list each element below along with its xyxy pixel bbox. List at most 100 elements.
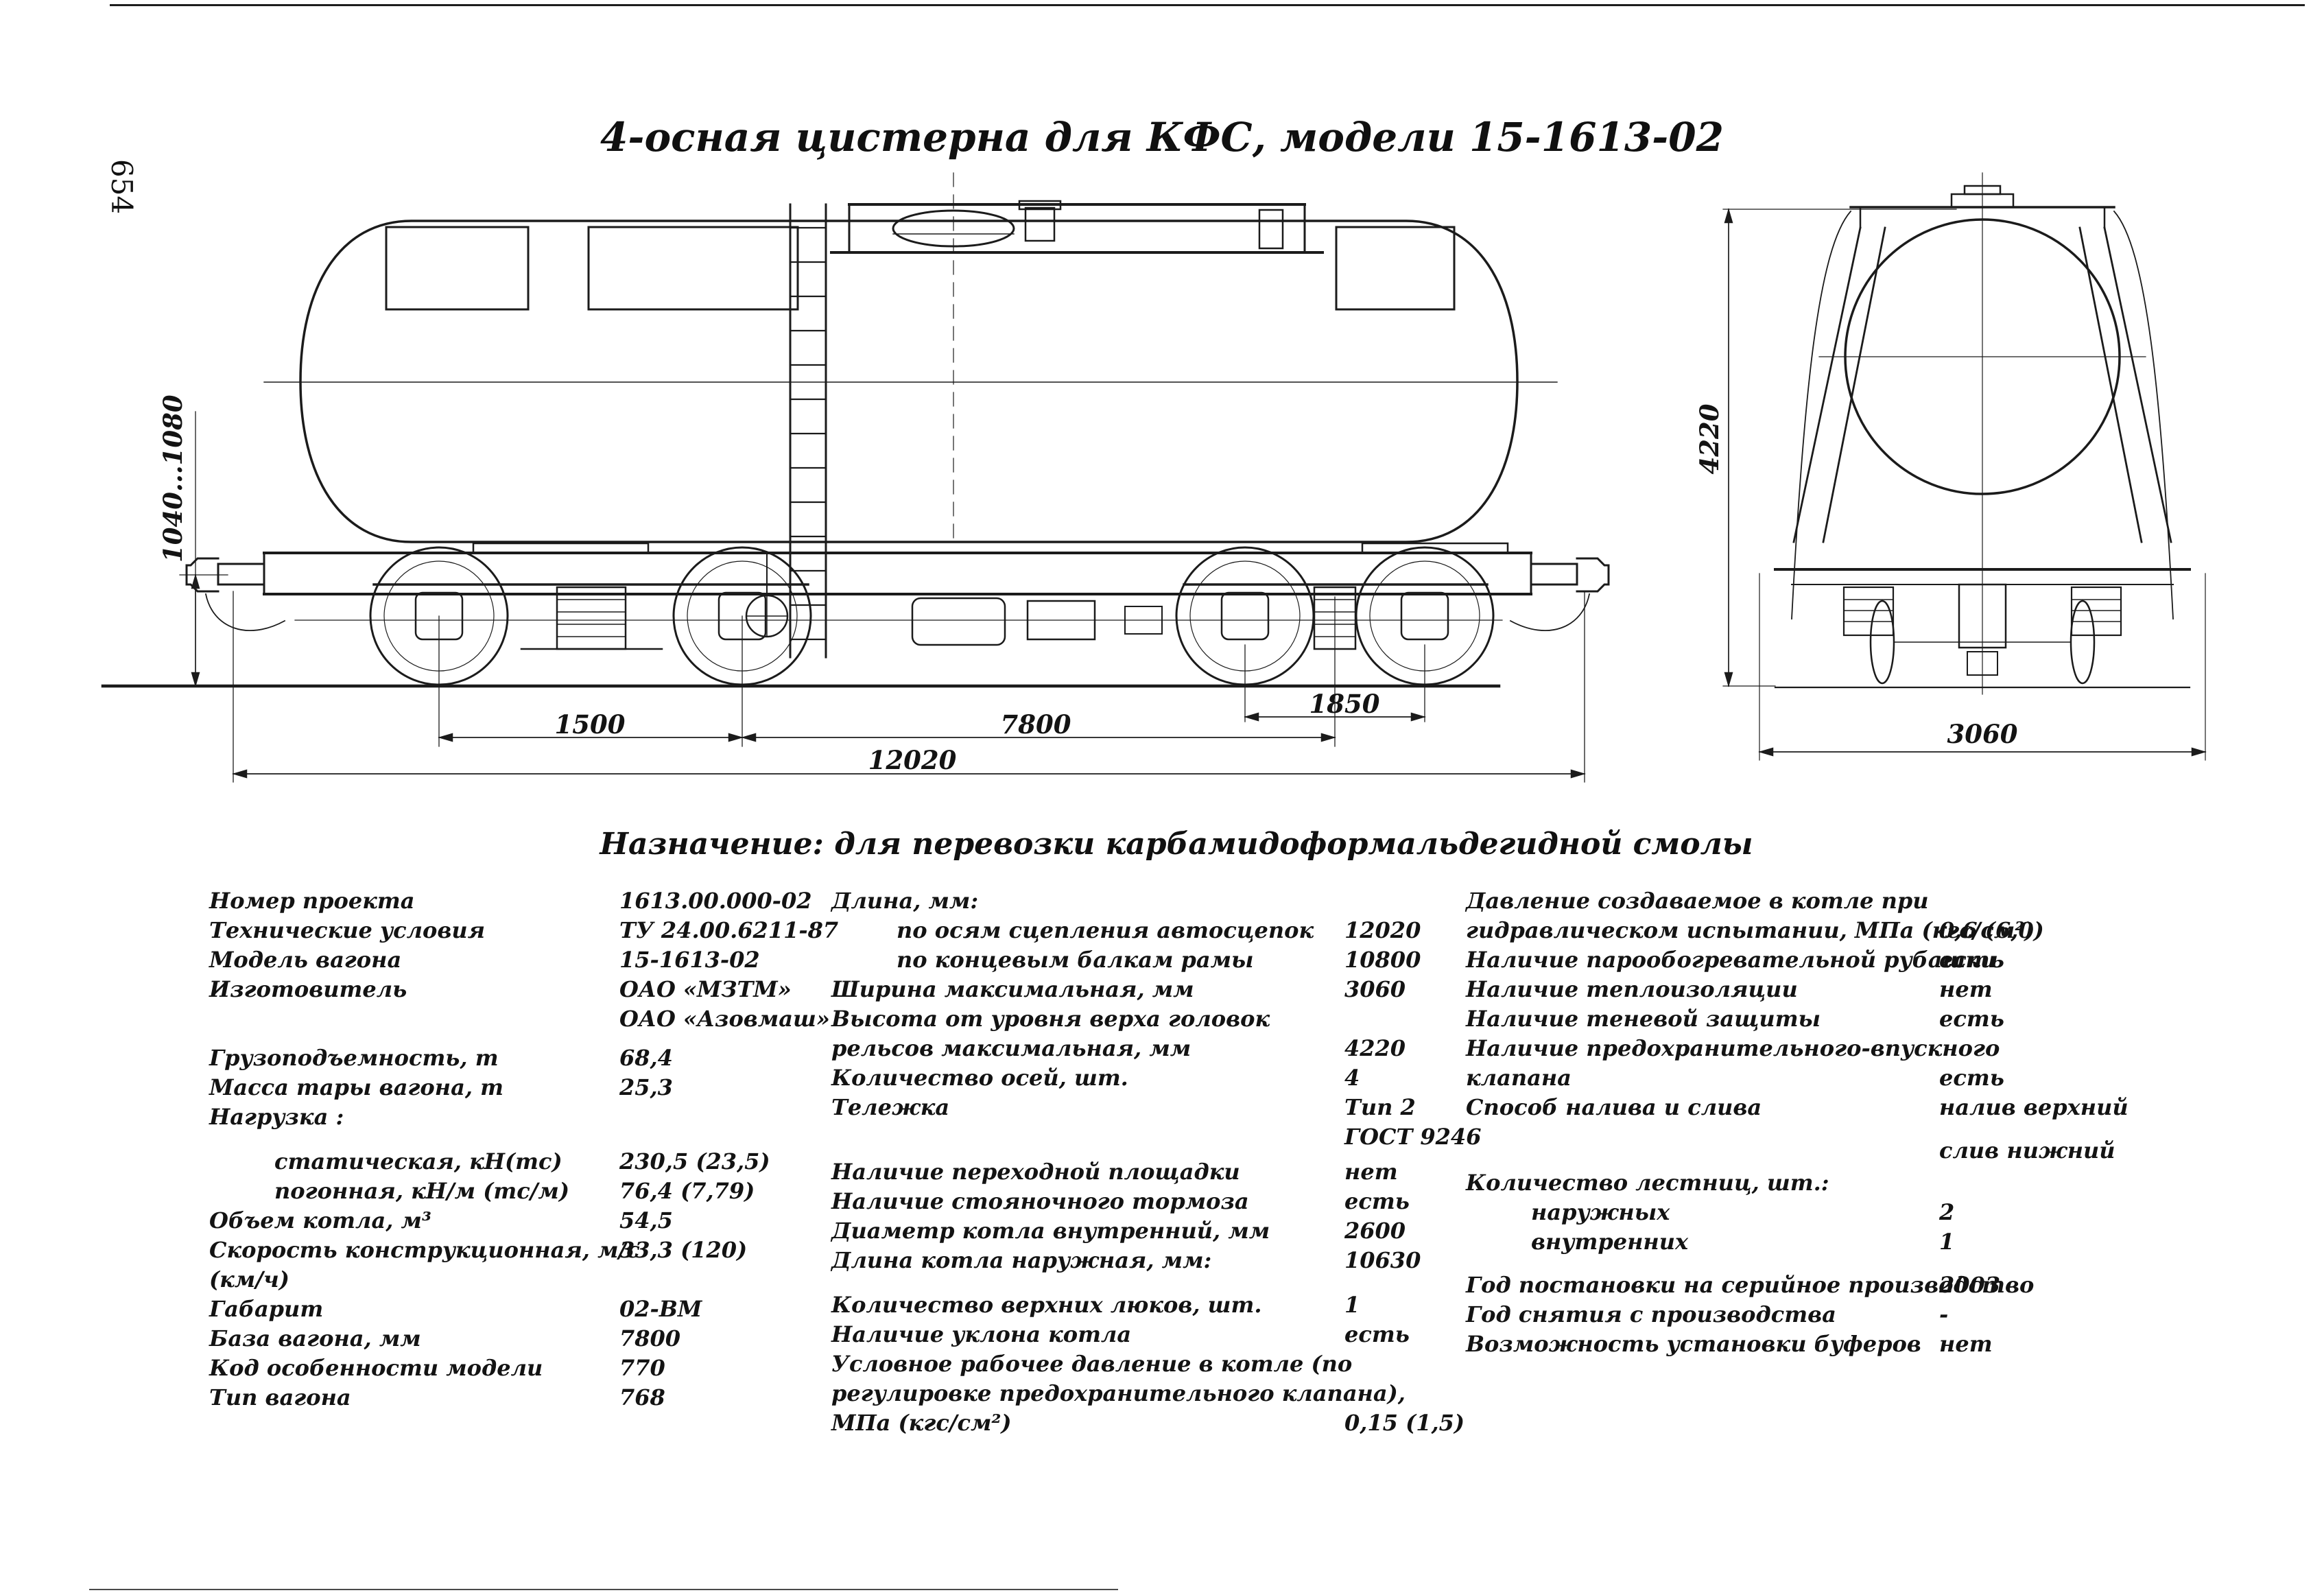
spec-label: Грузоподъемность, т xyxy=(209,1045,499,1071)
spec-row: Условное рабочее давление в котле (по xyxy=(831,1349,1490,1379)
spec-label: Наличие предохранительного-впускного xyxy=(1466,1035,2000,1061)
spec-row: Высота от уровня верха головок xyxy=(831,1004,1490,1034)
spec-value: 0,6 (6,0) xyxy=(1939,917,2044,943)
spec-row: Код особенности модели 770 xyxy=(209,1354,854,1383)
spec-value: ТУ 24.00.6211-87 xyxy=(619,917,839,943)
spec-label: Количество верхних люков, шт. xyxy=(831,1292,1262,1318)
spec-label: Габарит xyxy=(209,1296,324,1322)
spec-value: ОАО «МЗТМ» xyxy=(619,976,792,1002)
spec-label: Номер проекта xyxy=(209,888,415,914)
side-view xyxy=(101,172,1610,783)
spec-value: 1 xyxy=(1344,1292,1360,1318)
spec-label: База вагона, мм xyxy=(209,1325,421,1351)
spec-row: Количество осей, шт. 4 xyxy=(831,1063,1490,1093)
spec-value: 2 xyxy=(1939,1199,1955,1225)
spec-row: Технические условия ТУ 24.00.6211-87 xyxy=(209,916,854,945)
spec-row: Габарит 02-ВМ xyxy=(209,1295,854,1324)
spec-label: Скорость конструкционная, м/с xyxy=(209,1237,640,1263)
spec-value: 25,3 xyxy=(619,1074,673,1100)
spec-label: статическая, кН(тс) xyxy=(274,1148,562,1174)
spec-value: 02-ВМ xyxy=(619,1296,702,1322)
spec-value: - xyxy=(1939,1301,1949,1327)
spec-row: Нагрузка : xyxy=(209,1102,854,1132)
spec-label: наружных xyxy=(1531,1199,1670,1225)
spec-value: 768 xyxy=(619,1384,665,1410)
spec-value: нет xyxy=(1939,976,1993,1002)
spec-row: Длина, мм: xyxy=(831,886,1490,916)
spec-row: слив нижний xyxy=(1466,1136,2255,1166)
dim-label-rear-bogie-wheelbase: 1850 xyxy=(1309,689,1380,719)
spec-label: Диаметр котла внутренний, мм xyxy=(831,1218,1270,1244)
spec-row: по осям сцепления автосцепок 12020 xyxy=(831,916,1490,945)
spec-label: Давление создаваемое в котле при xyxy=(1466,888,1929,914)
tank-car-technical-drawing xyxy=(101,172,2207,783)
spec-row: ОАО «Азовмаш» xyxy=(209,1004,854,1034)
spec-label: Условное рабочее давление в котле (по xyxy=(831,1351,1353,1377)
spec-label: Количество осей, шт. xyxy=(831,1065,1128,1091)
spec-value: 2003 xyxy=(1939,1272,2001,1298)
scan-edge-artifact-top xyxy=(110,4,2305,6)
spec-row: Количество лестниц, шт.: xyxy=(1466,1168,2255,1198)
spec-label: Год постановки на серийное производство xyxy=(1466,1272,2035,1298)
page-title: 4-осная цистерна для КФС, модели 15-1613… xyxy=(600,114,1724,161)
spec-label: Наличие уклона котла xyxy=(831,1321,1132,1347)
dim-label-coupler-height: 1040...1080 xyxy=(158,394,188,563)
spec-value: 15-1613-02 xyxy=(619,947,760,973)
spec-value: Тип 2 xyxy=(1344,1094,1416,1120)
spec-label: Объем котла, м³ xyxy=(209,1207,431,1233)
spec-label: Модель вагона xyxy=(209,947,402,973)
spec-value: ГОСТ 9246 xyxy=(1344,1124,1482,1150)
purpose-line: Назначение: для перевозки карбамидоформа… xyxy=(600,827,1753,862)
spec-row: Наличие предохранительного-впускного xyxy=(1466,1034,2255,1063)
spec-label: Технические условия xyxy=(209,917,486,943)
spec-value: слив нижний xyxy=(1939,1137,2115,1163)
dim-label-length-over-couplers: 12020 xyxy=(868,745,957,775)
spec-row: (км/ч) xyxy=(209,1265,854,1295)
spec-label: Ширина максимальная, мм xyxy=(831,976,1194,1002)
end-view xyxy=(1722,172,2207,761)
spec-label: Длина котла наружная, мм: xyxy=(831,1247,1212,1273)
spec-label: Код особенности модели xyxy=(209,1355,543,1381)
spec-value: 4 xyxy=(1344,1065,1360,1091)
spec-label: Высота от уровня верха головок xyxy=(831,1006,1270,1032)
spec-label: Тип вагона xyxy=(209,1384,351,1410)
spec-value: 4220 xyxy=(1344,1035,1406,1061)
spec-value: 770 xyxy=(619,1355,665,1381)
spec-label: по осям сцепления автосцепок xyxy=(897,917,1314,943)
spec-label: Длина, мм: xyxy=(831,888,979,914)
dim-label-max-height: 4220 xyxy=(1694,403,1724,475)
spec-value: 10800 xyxy=(1344,947,1421,973)
spec-label: Способ налива и слива xyxy=(1466,1094,1762,1120)
spec-column-dimensions: Длина, мм: по осям сцепления автосцепок 12… xyxy=(831,886,1490,1438)
spec-label: (км/ч) xyxy=(209,1266,289,1292)
spec-value: 7800 xyxy=(619,1325,681,1351)
spec-value: налив верхний xyxy=(1939,1094,2129,1120)
spec-value: ОАО «Азовмаш» xyxy=(619,1006,830,1032)
spec-value: нет xyxy=(1939,1331,1993,1357)
spec-value: 0,15 (1,5) xyxy=(1344,1410,1465,1436)
spec-label: Наличие теплоизоляции xyxy=(1466,976,1798,1002)
spec-row: Способ налива и слива налив верхний xyxy=(1466,1093,2255,1122)
spec-row: Давление создаваемое в котле при xyxy=(1466,886,2255,916)
spec-label: Тележка xyxy=(831,1094,950,1120)
spec-row: гидравлическом испытании, МПа (кгс/см²)0… xyxy=(1466,916,2255,945)
spec-value: есть xyxy=(1939,1065,2004,1091)
spec-row: База вагона, мм 7800 xyxy=(209,1324,854,1354)
spec-label: Наличие теневой защиты xyxy=(1466,1006,1821,1032)
spec-value: 33,3 (120) xyxy=(619,1237,748,1263)
spec-value: 12020 xyxy=(1344,917,1421,943)
